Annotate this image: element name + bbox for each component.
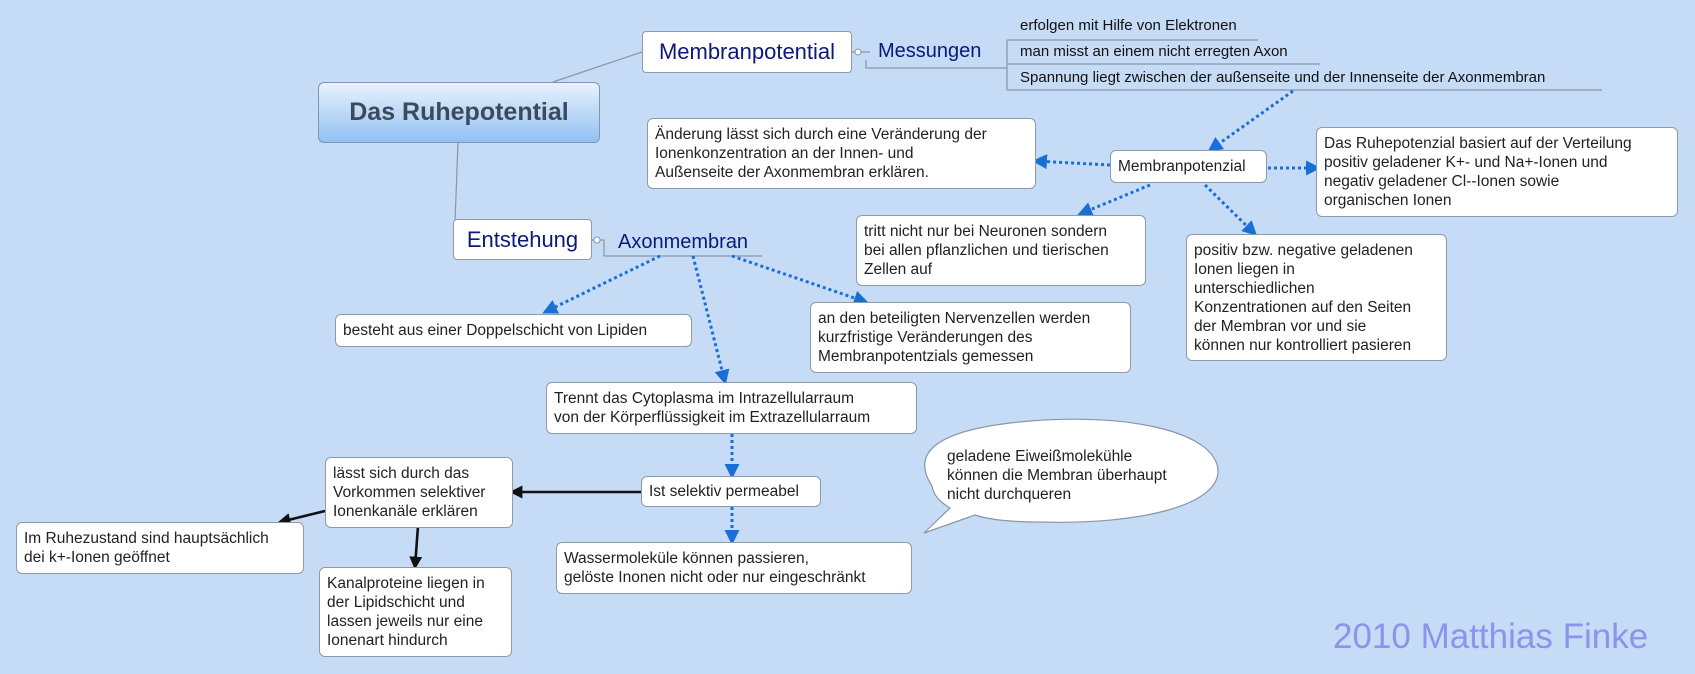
- node-permeabel[interactable]: Ist selektiv permeabel: [641, 476, 821, 507]
- arrow-membranpotenzial-konzentrationen: [1203, 183, 1258, 237]
- topic-membranpotential[interactable]: Membranpotential: [642, 31, 852, 73]
- connector-central-entstehung: [454, 142, 459, 223]
- topic-entstehung[interactable]: Entstehung: [453, 219, 592, 260]
- node-ionenkanaele[interactable]: lässt sich durch das Vorkommen selektive…: [325, 457, 513, 528]
- node-text: Trennt das Cytoplasma im Intrazellularra…: [554, 390, 855, 407]
- node-text: Außenseite der Axonmembran erklären.: [655, 164, 929, 181]
- node-text: bei allen pflanzlichen und tierischen: [864, 242, 1109, 259]
- node-text: Änderung lässt sich durch eine Veränderu…: [655, 126, 987, 143]
- arrow-axonmembran-nervenzellen: [731, 254, 869, 306]
- node-text: Ionenart hindurch: [327, 632, 448, 649]
- node-text: gelöste Inonen nicht oder nur eingeschrä…: [564, 569, 866, 586]
- callout-line: können die Membran überhaupt: [947, 467, 1167, 484]
- central-topic[interactable]: Das Ruhepotential: [318, 82, 600, 143]
- messungen-item-axon[interactable]: man misst an einem nicht erregten Axon: [1020, 43, 1288, 60]
- node-text: besteht aus einer Doppelschicht von Lipi…: [343, 322, 648, 339]
- node-konzentrationen[interactable]: positiv bzw. negative geladenen Ionen li…: [1186, 234, 1447, 361]
- node-text: Membranpotenzial: [1118, 158, 1246, 175]
- subtopic-axonmembran[interactable]: Axonmembran: [618, 231, 749, 253]
- node-text: der Lipidschicht und: [327, 594, 465, 611]
- node-text: können nur kontrolliert pasieren: [1194, 337, 1412, 354]
- node-verteilung[interactable]: Das Ruhepotenzial basiert auf der Vertei…: [1316, 127, 1678, 217]
- callout-line: nicht durchqueren: [947, 486, 1072, 503]
- node-text: Zellen auf: [864, 261, 933, 278]
- arrow-axonmembran-lipide: [542, 254, 661, 314]
- node-text: Ionen liegen in: [1194, 261, 1295, 278]
- node-text: Im Ruhezustand sind hauptsächlich: [24, 530, 269, 547]
- arrow-ionenkanaele-kanalproteine: [409, 525, 423, 570]
- node-text: Wassermoleküle können passieren,: [564, 550, 809, 567]
- node-text: positiv geladener K+- und Na+-Ionen und: [1324, 154, 1608, 171]
- node-text: lassen jeweils nur eine: [327, 613, 483, 630]
- node-text: Ist selektiv permeabel: [649, 483, 799, 500]
- messungen-item-spannung[interactable]: Spannung liegt zwischen der außenseite u…: [1020, 69, 1546, 86]
- node-text: von der Körperflüssigkeit im Extrazellul…: [554, 409, 871, 426]
- arrow-membranpotenzial-neuronen: [1077, 183, 1151, 217]
- node-ruhezustand[interactable]: Im Ruhezustand sind hauptsächlich dei k+…: [16, 522, 304, 574]
- node-text: organischen Ionen: [1324, 192, 1452, 209]
- node-text: Ionenkonzentration an der Innen- und: [655, 145, 914, 162]
- node-text: positiv bzw. negative geladenen: [1194, 242, 1413, 259]
- node-kanalproteine[interactable]: Kanalproteine liegen in der Lipidschicht…: [319, 567, 512, 657]
- node-text: Vorkommen selektiver: [333, 484, 486, 501]
- node-text: dei k+-Ionen geöffnet: [24, 549, 170, 566]
- node-text: Konzentrationen auf den Seiten: [1194, 299, 1412, 316]
- node-text: unterschiedlichen: [1194, 280, 1315, 297]
- node-aenderung[interactable]: Änderung lässt sich durch eine Veränderu…: [647, 118, 1036, 189]
- node-nervenzellen[interactable]: an den beteiligten Nervenzellen werden k…: [810, 302, 1131, 373]
- messungen-item-elektronen[interactable]: erfolgen mit Hilfe von Elektronen: [1020, 17, 1237, 34]
- arrow-membranpotenzial-aenderung: [1032, 154, 1111, 170]
- node-wasser[interactable]: Wassermoleküle können passieren, gelöste…: [556, 542, 912, 594]
- node-text: Kanalproteine liegen in: [327, 575, 485, 592]
- node-text: Das Ruhepotenzial basiert auf der Vertei…: [1324, 135, 1632, 152]
- node-text: kurzfristige Veränderungen des: [818, 329, 1033, 346]
- node-text: Membranpotentzials gemessen: [818, 348, 1034, 365]
- arrow-spannung-membranpotenzial: [1207, 89, 1294, 152]
- node-membranpotenzial[interactable]: Membranpotenzial: [1110, 150, 1267, 183]
- node-neuronen[interactable]: tritt nicht nur bei Neuronen sondern bei…: [856, 215, 1146, 286]
- callout-text[interactable]: geladene Eiweißmolekühle können die Memb…: [947, 447, 1167, 504]
- subtopic-messungen[interactable]: Messungen: [878, 40, 982, 62]
- node-text: der Membran vor und sie: [1194, 318, 1367, 335]
- arrow-ionenkanaele-ruhezustand: [277, 509, 326, 526]
- node-text: lässt sich durch das: [333, 465, 470, 482]
- callout-line: geladene Eiweißmolekühle: [947, 448, 1133, 465]
- node-text: negativ geladener Cl--Ionen sowie: [1324, 173, 1560, 190]
- arrow-axonmembran-cytoplasma: [691, 255, 730, 385]
- node-lipide[interactable]: besteht aus einer Doppelschicht von Lipi…: [335, 314, 692, 347]
- node-cytoplasma[interactable]: Trennt das Cytoplasma im Intrazellularra…: [546, 382, 917, 434]
- node-text: an den beteiligten Nervenzellen werden: [818, 310, 1091, 327]
- node-text: Ionenkanäle erklären: [333, 503, 478, 520]
- connector-central-membranpotential: [552, 51, 643, 83]
- node-text: tritt nicht nur bei Neuronen sondern: [864, 223, 1107, 240]
- author-watermark: 2010 Matthias Finke: [1333, 617, 1649, 656]
